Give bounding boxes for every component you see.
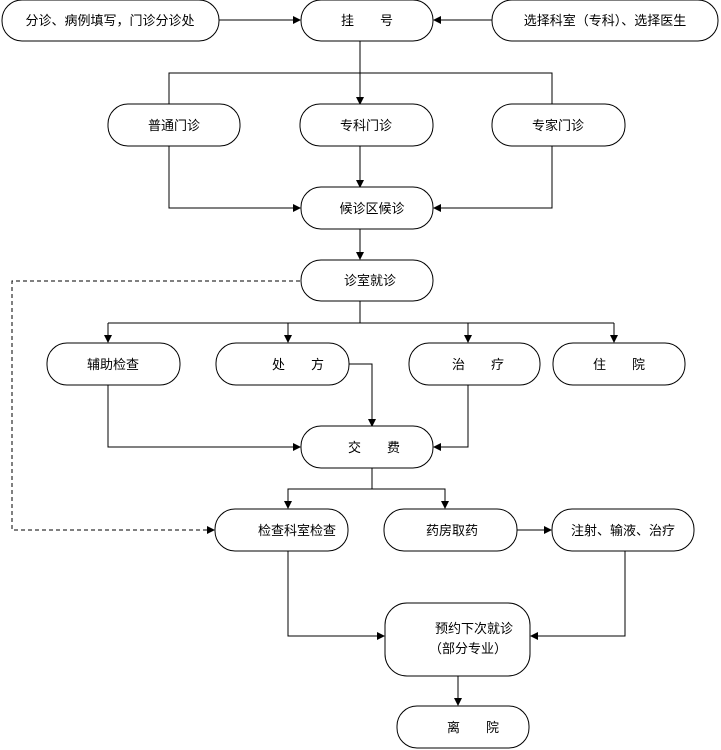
edge-injection-nextvisit bbox=[530, 551, 626, 640]
edge-payment-pharmacy bbox=[372, 488, 449, 509]
node-choose-dept-label: 选择科室（专科）、选择医生 bbox=[524, 13, 687, 29]
node-specialty-clinic-label: 专科门诊 bbox=[340, 119, 392, 134]
node-dept-exam: 检查科室检查 bbox=[214, 508, 349, 552]
node-pharmacy: 药房取药 bbox=[383, 508, 518, 552]
node-expert-clinic-label: 专家门诊 bbox=[532, 118, 584, 134]
node-prescription: 处 方 bbox=[215, 342, 350, 386]
node-auxiliary-exam: 辅助检查 bbox=[46, 342, 181, 386]
node-consultation-label: 诊室就诊 bbox=[344, 273, 396, 289]
node-hospitalization-label: 住 院 bbox=[593, 358, 645, 373]
node-next-visit-label-line2: （部分专业） bbox=[429, 642, 507, 657]
node-leave: 离 院 bbox=[396, 705, 530, 749]
node-waiting-area-label: 候诊区候诊 bbox=[339, 202, 404, 217]
node-general-clinic: 普通门诊 bbox=[107, 103, 241, 147]
edge-consultation-branch bbox=[108, 301, 361, 324]
node-auxiliary-exam-label: 辅助检查 bbox=[87, 358, 139, 373]
node-triage-label: 分诊、病例填写，门诊分诊处 bbox=[25, 14, 194, 29]
edge-expert-waiting bbox=[433, 146, 553, 212]
edge-consultation-deptexam-dashed bbox=[11, 280, 300, 534]
node-next-visit-label-line1: 预约下次就诊 bbox=[435, 621, 513, 637]
node-injection-label: 注射、输液、治疗 bbox=[571, 523, 675, 539]
node-waiting-area: 候诊区候诊 bbox=[300, 186, 434, 230]
node-choose-dept: 选择科室（专科）、选择医生 bbox=[491, 0, 719, 42]
edge-treatment-payment bbox=[433, 385, 469, 451]
node-triage: 分诊、病例填写，门诊分诊处 bbox=[1, 0, 220, 42]
node-pharmacy-label: 药房取药 bbox=[426, 523, 478, 539]
node-payment: 交 费 bbox=[300, 425, 434, 469]
node-dept-exam-label: 检查科室检查 bbox=[258, 523, 336, 539]
node-hospitalization: 住 院 bbox=[552, 342, 686, 386]
edge-register-branch bbox=[168, 72, 553, 104]
node-specialty-clinic: 专科门诊 bbox=[299, 103, 434, 147]
node-next-visit: 预约下次就诊 （部分专业） bbox=[384, 602, 531, 677]
node-register-label: 挂 号 bbox=[341, 14, 393, 29]
node-injection: 注射、输液、治疗 bbox=[551, 508, 695, 552]
node-treatment: 治 疗 bbox=[408, 342, 541, 386]
edges bbox=[11, 16, 626, 706]
edge-deptexam-nextvisit bbox=[287, 551, 385, 640]
node-consultation: 诊室就诊 bbox=[300, 259, 434, 302]
node-expert-clinic: 专家门诊 bbox=[491, 103, 626, 147]
node-register: 挂 号 bbox=[300, 0, 434, 42]
node-payment-label: 交 费 bbox=[348, 440, 400, 456]
node-leave-label: 离 院 bbox=[447, 720, 499, 736]
node-general-clinic-label: 普通门诊 bbox=[148, 119, 200, 134]
node-treatment-label: 治 疗 bbox=[452, 358, 504, 373]
edge-general-waiting bbox=[168, 146, 301, 212]
edge-payment-branch bbox=[284, 468, 373, 509]
edge-auxiliary-payment bbox=[107, 385, 301, 451]
node-prescription-label: 处 方 bbox=[272, 357, 324, 373]
